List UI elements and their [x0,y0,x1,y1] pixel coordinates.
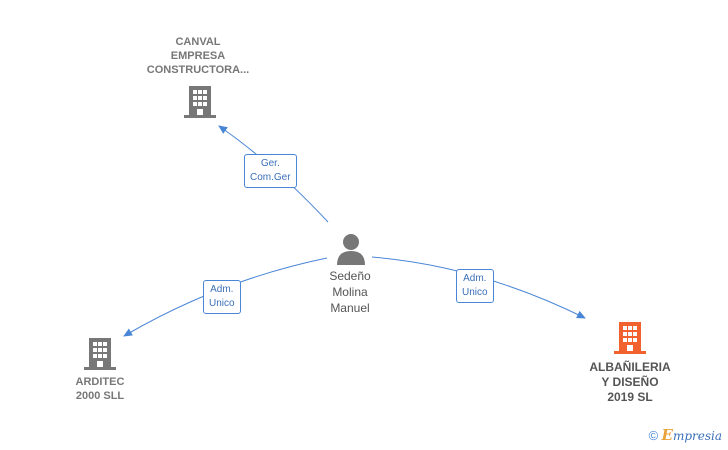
copyright-symbol: © [648,428,659,443]
empresia-logo: Empresia [661,426,723,444]
company-label-albanileria[interactable]: ALBAÑILERIA Y DISEÑO 2019 SL [589,360,671,404]
company-label-canval[interactable]: CANVAL EMPRESA CONSTRUCTORA... [146,36,250,76]
person-icon[interactable] [336,233,366,265]
company-label-arditec[interactable]: ARDITEC 2000 SLL [75,376,125,402]
edge-label-ger-com-ger[interactable]: Ger. Com.Ger [244,154,297,188]
building-icon[interactable] [84,336,116,370]
edge-label-adm-unico-arditec[interactable]: Adm. Unico [203,280,241,314]
empresia-watermark: © Empresia [649,426,722,444]
building-icon[interactable] [614,320,646,354]
edge-label-adm-unico-albanileria[interactable]: Adm. Unico [456,269,494,303]
building-icon[interactable] [184,84,216,118]
person-label-sedeno[interactable]: Sedeño Molina Manuel [329,269,371,315]
